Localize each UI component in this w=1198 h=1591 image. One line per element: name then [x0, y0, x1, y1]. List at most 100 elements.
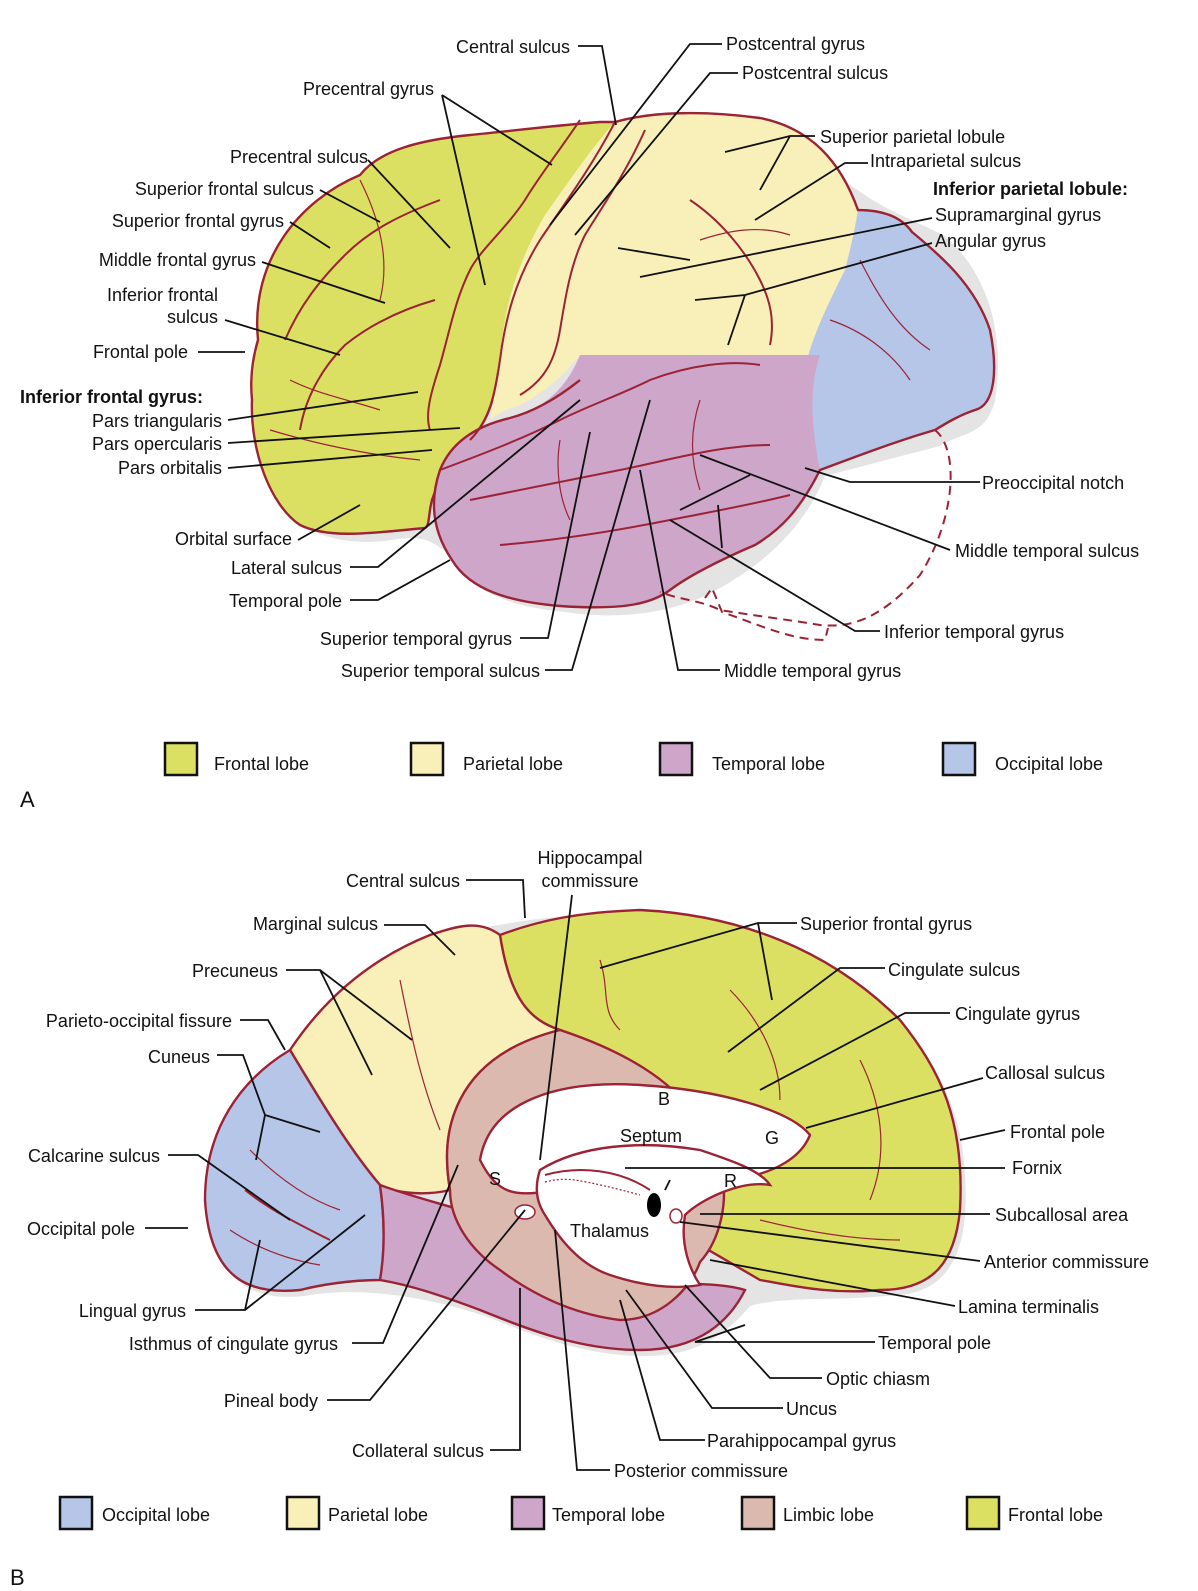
label-frontal-pole: Frontal pole: [1010, 1122, 1105, 1142]
inferior-surface-dashed-outline: [659, 429, 952, 627]
legend-swatch: [409, 741, 445, 777]
label-optic-chiasm: Optic chiasm: [826, 1369, 930, 1389]
label-inferior-frontal-gyrus-heading: Inferior frontal gyrus:: [20, 387, 203, 407]
label-cuneus: Cuneus: [148, 1047, 210, 1067]
inferior-frontal-sulcus-line: [299, 299, 436, 431]
label-superior-temporal-gyrus: Superior temporal gyrus: [320, 629, 512, 649]
precentral-sulcus-line: [427, 119, 581, 431]
occipital-gyrus-detail: [229, 1229, 321, 1266]
legend-swatch: [285, 1495, 321, 1531]
label-calcarine-sulcus: Calcarine sulcus: [28, 1146, 160, 1166]
panel-a-legend: Frontal lobe Parietal lobe Temporal lobe…: [163, 741, 1103, 777]
label-cingulate-sulcus: Cingulate sulcus: [888, 960, 1020, 980]
legend-label: Temporal lobe: [712, 754, 825, 774]
frontal-gyrus-detail: [269, 429, 421, 461]
legend-swatch: [740, 1495, 776, 1531]
label-precentral-gyrus: Precentral gyrus: [303, 79, 434, 99]
label-cingulate-gyrus: Cingulate gyrus: [955, 1004, 1080, 1024]
label-lamina-terminalis: Lamina terminalis: [958, 1297, 1099, 1317]
label-uncus: Uncus: [786, 1399, 837, 1419]
label-b-body: B: [658, 1089, 670, 1109]
label-inferior-parietal-lobule-heading: Inferior parietal lobule:: [933, 179, 1128, 199]
label-collateral-sulcus: Collateral sulcus: [352, 1441, 484, 1461]
label-superior-frontal-sulcus: Superior frontal sulcus: [135, 179, 314, 199]
legend-swatch: [510, 1495, 546, 1531]
label-fornix: Fornix: [1012, 1158, 1062, 1178]
label-inferior-frontal-sulcus-line1: Inferior frontal: [107, 285, 218, 305]
label-central-sulcus: Central sulcus: [346, 871, 460, 891]
label-middle-temporal-gyrus: Middle temporal gyrus: [724, 661, 901, 681]
legend-item-frontal: Frontal lobe: [163, 741, 309, 777]
label-pineal-body: Pineal body: [224, 1391, 318, 1411]
legend-label: Occipital lobe: [995, 754, 1103, 774]
stria-medullaris: [544, 1178, 641, 1196]
label-subcallosal-area: Subcallosal area: [995, 1205, 1129, 1225]
label-middle-frontal-gyrus: Middle frontal gyrus: [99, 250, 256, 270]
label-frontal-pole: Frontal pole: [93, 342, 188, 362]
label-occipital-pole: Occipital pole: [27, 1219, 135, 1239]
central-sulcus-line: [469, 121, 616, 441]
label-temporal-pole: Temporal pole: [229, 591, 342, 611]
fornix-line: [544, 1169, 651, 1191]
legend-item-limbic: Limbic lobe: [740, 1495, 874, 1531]
legend-label: Temporal lobe: [552, 1505, 665, 1525]
legend-item-temporal: Temporal lobe: [658, 741, 825, 777]
legend-label: Occipital lobe: [102, 1505, 210, 1525]
label-lateral-sulcus: Lateral sulcus: [231, 558, 342, 578]
temporal-gyrus-detail: [557, 439, 571, 521]
label-callosal-sulcus: Callosal sulcus: [985, 1063, 1105, 1083]
frontal-gyrus-detail: [729, 989, 781, 1101]
label-superior-parietal-lobule: Superior parietal lobule: [820, 127, 1005, 147]
label-pars-triangularis: Pars triangularis: [92, 411, 222, 431]
label-thalamus: Thalamus: [570, 1221, 649, 1241]
label-middle-temporal-sulcus: Middle temporal sulcus: [955, 541, 1139, 561]
legend-label: Frontal lobe: [1008, 1505, 1103, 1525]
panel-a-lateral-brain: Central sulcus Postcentral gyrus Postcen…: [20, 34, 1139, 812]
panel-b-legend: Occipital lobe Parietal lobe Temporal lo…: [58, 1495, 1103, 1531]
label-anterior-commissure: Anterior commissure: [984, 1252, 1149, 1272]
label-supramarginal-gyrus: Supramarginal gyrus: [935, 205, 1101, 225]
label-central-sulcus: Central sulcus: [456, 37, 570, 57]
label-r-rostrum: R: [724, 1171, 737, 1191]
panel-b-medial-brain: Central sulcus Hippocampal commissure Ma…: [10, 848, 1149, 1590]
label-isthmus-of-cingulate-gyrus: Isthmus of cingulate gyrus: [129, 1334, 338, 1354]
label-pars-orbitalis: Pars orbitalis: [118, 458, 222, 478]
frontal-gyrus-detail: [599, 959, 621, 1031]
label-intraparietal-sulcus: Intraparietal sulcus: [870, 151, 1021, 171]
label-septum: Septum: [620, 1126, 682, 1146]
legend-swatch: [658, 741, 694, 777]
occipital-gyrus-detail: [249, 1149, 341, 1211]
label-precuneus: Precuneus: [192, 961, 278, 981]
legend-item-parietal: Parietal lobe: [285, 1495, 428, 1531]
label-lingual-gyrus: Lingual gyrus: [79, 1301, 186, 1321]
superior-frontal-sulcus-line: [284, 199, 441, 341]
label-postcentral-gyrus: Postcentral gyrus: [726, 34, 865, 54]
panel-b-leader-lines: [145, 879, 1006, 1471]
label-orbital-surface: Orbital surface: [175, 529, 292, 549]
label-precentral-sulcus: Precentral sulcus: [230, 147, 368, 167]
legend-label: Frontal lobe: [214, 754, 309, 774]
frontal-gyrus-detail: [359, 179, 385, 301]
occipital-lobe-region: [805, 210, 995, 470]
legend-swatch: [965, 1495, 1001, 1531]
label-superior-frontal-gyrus: Superior frontal gyrus: [112, 211, 284, 231]
inferior-temporal-sulcus-line: [499, 494, 791, 546]
panel-b-letter: B: [10, 1565, 25, 1590]
occipital-gyrus-detail: [859, 259, 931, 351]
legend-swatch: [163, 741, 199, 777]
legend-item-parietal: Parietal lobe: [409, 741, 563, 777]
legend-label: Limbic lobe: [783, 1505, 874, 1525]
legend-item-occipital: Occipital lobe: [941, 741, 1103, 777]
label-inferior-frontal-sulcus-line2: sulcus: [167, 307, 218, 327]
label-superior-temporal-sulcus: Superior temporal sulcus: [341, 661, 540, 681]
frontal-gyrus-detail: [289, 379, 381, 411]
label-g-genu: G: [765, 1128, 779, 1148]
legend-item-frontal: Frontal lobe: [965, 1495, 1103, 1531]
label-posterior-commissure: Posterior commissure: [614, 1461, 788, 1481]
label-hippocampal-commissure-line2: commissure: [541, 871, 638, 891]
lateral-sulcus-line: [439, 362, 761, 471]
panel-a-leader-lines: [198, 43, 980, 671]
label-parahippocampal-gyrus: Parahippocampal gyrus: [707, 1431, 896, 1451]
occipital-gyrus-detail: [829, 319, 911, 381]
